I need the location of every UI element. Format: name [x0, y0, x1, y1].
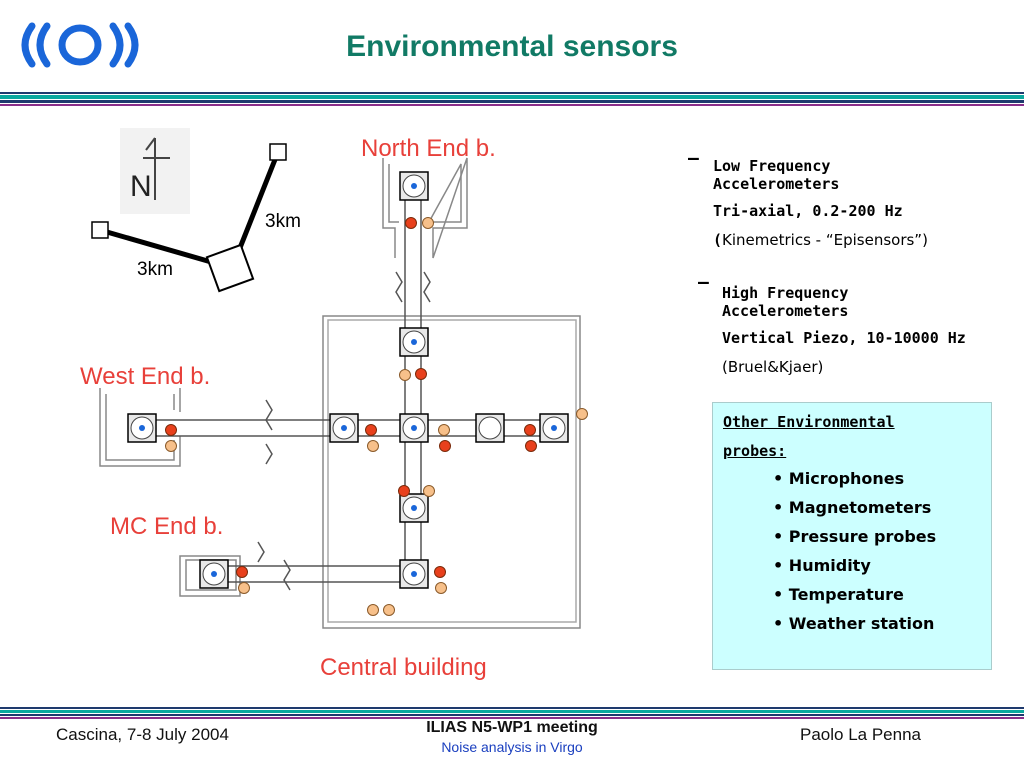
lf-spec: Tri-axial, 0.2-200 Hz — [713, 202, 903, 220]
sensor-dot — [238, 582, 250, 594]
hf-spec: Vertical Piezo, 10-10000 Hz — [722, 329, 966, 347]
chamber-west-input — [329, 413, 359, 443]
vacuum-chambers — [127, 171, 569, 589]
header-divider — [0, 92, 1024, 106]
sensor-dot — [525, 440, 537, 452]
list-item: • Pressure probes — [773, 527, 937, 546]
footer-meeting-title: ILIAS N5-WP1 meeting — [426, 719, 598, 736]
sensor-dot — [383, 604, 395, 616]
sensor-dot — [439, 440, 451, 452]
sensor-dot — [422, 217, 434, 229]
sensor-dot — [165, 424, 177, 436]
sensor-dot — [405, 217, 417, 229]
chamber-west-end — [127, 413, 157, 443]
building-outlines — [99, 157, 581, 629]
sensor-dot — [399, 369, 411, 381]
sensor-dot — [365, 424, 377, 436]
hf-note: (Bruel&Kjaer) — [722, 358, 824, 376]
lf-heading-2: Accelerometers — [713, 175, 840, 193]
sensor-dot — [423, 485, 435, 497]
label-central-building: Central building — [320, 654, 487, 681]
probe-magnetometers: Magnetometers — [788, 498, 932, 517]
list-item: • Magnetometers — [773, 498, 932, 517]
hf-heading-2: Accelerometers — [722, 302, 849, 320]
sensor-dot — [576, 408, 588, 420]
sensor-dot — [165, 440, 177, 452]
chamber-north-end — [399, 171, 429, 201]
footer-location-date: Cascina, 7-8 July 2004 — [56, 725, 229, 744]
lf-note: (Kinemetrics - “Episensors”) — [713, 231, 928, 249]
sensor-dots — [165, 217, 588, 616]
sensor-dot — [236, 566, 248, 578]
sensor-dot — [415, 368, 427, 380]
footer-center: ILIAS N5-WP1 meeting Noise analysis in V… — [312, 719, 712, 755]
bullet-dash: – — [698, 272, 709, 293]
probes-heading-2: probes: — [723, 442, 787, 460]
sensor-dot — [438, 424, 450, 436]
probe-pressure: Pressure probes — [788, 527, 937, 546]
probes-heading-1: Other Environmental — [723, 413, 895, 431]
sensor-dot — [435, 582, 447, 594]
list-item: • Microphones — [773, 469, 905, 488]
sensor-dot — [367, 440, 379, 452]
list-item: • Humidity — [773, 556, 871, 575]
chamber-north-input — [399, 327, 429, 357]
lf-heading-1: Low Frequency — [713, 157, 831, 175]
probe-microphones: Microphones — [788, 469, 905, 488]
arm-sketch: 3km 3km — [91, 143, 301, 293]
chamber-mc-input — [399, 559, 429, 589]
arm-length-west: 3km — [137, 259, 173, 280]
sensor-dot — [524, 424, 536, 436]
north-label: N — [130, 170, 152, 203]
chamber-mc-end — [199, 559, 229, 589]
north-compass: N — [120, 128, 190, 214]
virgo-logo — [14, 20, 146, 70]
sensor-dot — [367, 604, 379, 616]
probe-temperature: Temperature — [788, 585, 904, 604]
bullet-dash: – — [688, 148, 699, 169]
sensor-dot — [398, 485, 410, 497]
probes-list: • Microphones • Magnetometers • Pressure… — [773, 469, 936, 643]
other-probes-panel: Other Environmental probes: • Microphone… — [712, 402, 992, 670]
label-mc-end: MC End b. — [110, 513, 224, 540]
footer-author: Paolo La Penna — [800, 725, 921, 744]
lf-note-open: ( — [713, 231, 723, 249]
list-item: • Weather station — [773, 614, 935, 633]
hf-heading-1: High Frequency — [722, 284, 849, 302]
list-item: • Temperature — [773, 585, 904, 604]
chamber-detection — [399, 493, 429, 523]
sensor-dot — [434, 566, 446, 578]
footer-divider — [0, 707, 1024, 719]
probe-humidity: Humidity — [788, 556, 871, 575]
chamber-injection — [539, 413, 569, 443]
lf-note-text: Kinemetrics - “Episensors”) — [722, 231, 928, 249]
label-west-end: West End b. — [80, 363, 211, 390]
label-north-end: North End b. — [361, 135, 496, 162]
probe-weather-station: Weather station — [788, 614, 935, 633]
chamber-beam-splitter — [399, 413, 429, 443]
footer-meeting-subtitle: Noise analysis in Virgo — [441, 739, 583, 755]
chamber-power-recycling — [475, 413, 505, 443]
arm-length-north: 3km — [265, 211, 301, 232]
page-title: Environmental sensors — [346, 30, 678, 63]
